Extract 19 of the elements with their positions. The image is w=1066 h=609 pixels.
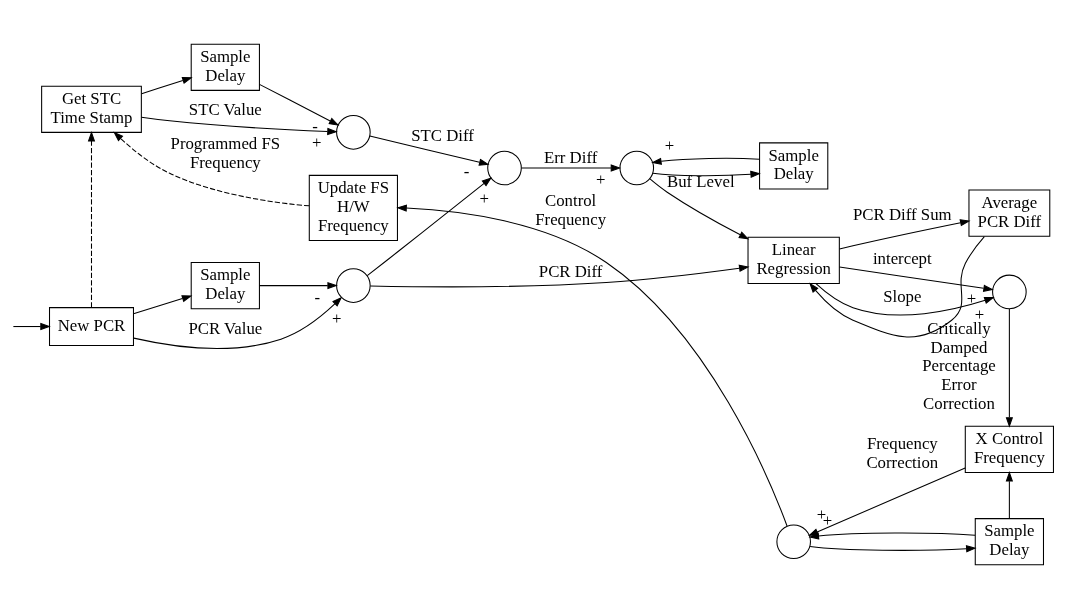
edge-label: PCR Diff Sum <box>853 205 952 225</box>
edge-label: intercept <box>872 249 932 269</box>
label: - <box>314 287 321 307</box>
edge-label: PCR Diff <box>538 262 603 281</box>
edge-label: Programmed FS Frequency <box>170 133 281 172</box>
label: - <box>463 161 470 181</box>
edge-label: STC Value <box>188 100 262 120</box>
label: + <box>332 309 342 329</box>
label: + <box>595 170 606 190</box>
edge-label: Buf Level <box>667 171 735 191</box>
edge-label: Err Diff <box>544 147 598 167</box>
edge-label: STC Diff <box>411 125 474 145</box>
label: + <box>664 135 675 155</box>
label: + <box>479 189 489 209</box>
edge-label: PCR Value <box>188 318 263 338</box>
label: + <box>966 288 977 308</box>
edge-label: Frequency Correction <box>866 434 939 473</box>
edge-label: Slope <box>883 287 922 307</box>
edge-label: Control Frequency <box>535 190 607 229</box>
